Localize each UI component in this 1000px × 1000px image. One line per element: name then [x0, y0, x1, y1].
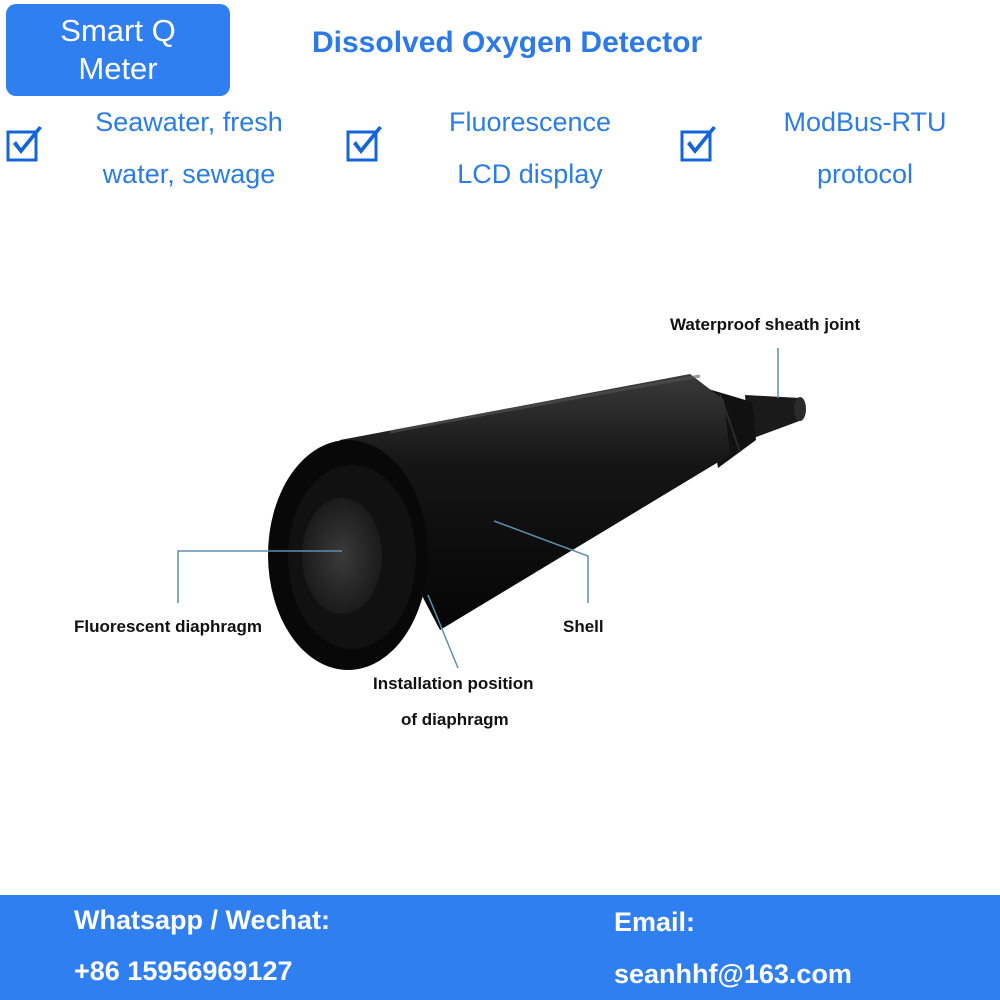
label-waterproof-sheath-joint: Waterproof sheath joint — [670, 315, 861, 334]
label-shell: Shell — [563, 617, 604, 636]
feature-2-line-1: Fluorescence — [448, 107, 612, 137]
feature-2: Fluorescence LCD display — [430, 96, 630, 200]
sensor-illustration — [177, 348, 806, 670]
checkbox-checked-icon — [680, 126, 716, 162]
checkbox-checked-icon — [6, 126, 42, 162]
contact-footer: Whatsapp / Wechat: +86 15956969127 Email… — [0, 895, 1000, 1000]
checkbox-checked-icon — [346, 126, 382, 162]
whatsapp-label: Whatsapp / Wechat: — [74, 905, 331, 935]
fluorescent-diaphragm — [302, 498, 382, 614]
label-installation-position-line-1: Installation position — [373, 674, 534, 693]
feature-2-line-2: LCD display — [457, 159, 603, 189]
brand-line-1: Smart Q — [60, 13, 176, 48]
feature-3: ModBus-RTU protocol — [760, 96, 970, 200]
feature-1-line-2: water, sewage — [102, 159, 276, 189]
feature-3-line-2: protocol — [816, 159, 914, 189]
callout-lines — [177, 348, 779, 669]
feature-1-line-1: Seawater, fresh — [95, 107, 283, 137]
sensor-shell — [340, 374, 730, 630]
brand-badge: Smart Q Meter — [6, 4, 230, 96]
label-installation-position-line-2: of diaphragm — [401, 710, 509, 729]
feature-3-line-1: ModBus-RTU — [783, 107, 947, 137]
page-title: Dissolved Oxygen Detector — [312, 26, 703, 59]
cable — [745, 395, 806, 440]
label-fluorescent-diaphragm: Fluorescent diaphragm — [74, 617, 262, 636]
feature-1: Seawater, fresh water, sewage — [80, 96, 298, 200]
brand-line-2: Meter — [78, 51, 158, 86]
email-label: Email: — [614, 907, 696, 937]
email-address: seanhhf@163.com — [614, 959, 852, 989]
phone-number: +86 15956969127 — [74, 956, 293, 986]
